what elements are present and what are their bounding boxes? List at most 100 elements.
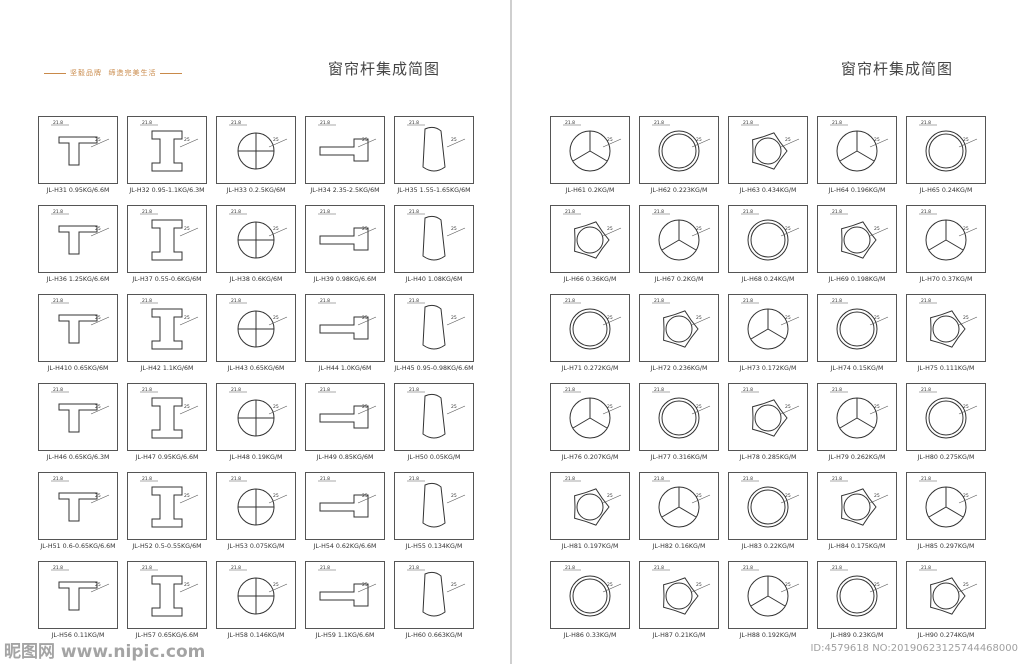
profile-spec-label: JL-H86 0.33KG/M [563, 632, 617, 639]
profile-sketch-icon: 21.825 [830, 387, 889, 439]
profile-sketch-icon: 21.825 [563, 209, 622, 259]
svg-text:21.8: 21.8 [654, 476, 664, 482]
svg-text:21.8: 21.8 [409, 209, 419, 215]
svg-text:25: 25 [362, 582, 368, 588]
profile-spec-label: JL-H89 0.23KG/M [830, 632, 884, 639]
profile-spec-label: JL-H410 0.65KG/6M [47, 365, 109, 372]
profile-spec-label: JL-H33 0.2.5KG/6M [226, 187, 286, 194]
svg-text:21.8: 21.8 [142, 387, 152, 393]
profile-sketch-icon: 21.825 [652, 387, 711, 439]
profile-spec-label: JL-H42 1.1KG/6M [140, 365, 194, 372]
profile-spec-label: JL-H58 0.146KG/M [227, 632, 285, 639]
svg-text:25: 25 [95, 315, 101, 321]
profile-sketch-icon: 21.825 [652, 120, 711, 172]
svg-text:25: 25 [963, 582, 969, 588]
svg-text:21.8: 21.8 [320, 476, 330, 482]
profile-spec-label: JL-H39 0.98KG/6.6M [313, 276, 377, 283]
site-watermark: 昵图网 www.nipic.com [4, 642, 206, 662]
profile-sketch-icon: 21.825 [563, 476, 622, 526]
svg-text:25: 25 [874, 582, 880, 588]
svg-text:21.8: 21.8 [231, 387, 241, 393]
profile-sketch-icon: 21.825 [407, 298, 466, 350]
svg-text:25: 25 [963, 226, 969, 232]
profile-spec-label: JL-H73 0.172KG/M [739, 365, 797, 372]
svg-text:21.8: 21.8 [320, 209, 330, 215]
profile-sketch-icon: 21.825 [563, 565, 622, 617]
profile-spec-label: JL-H81 0.197KG/M [561, 543, 619, 550]
profile-sketch-icon: 21.825 [140, 387, 199, 439]
profile-sketch-icon: 21.825 [919, 120, 978, 172]
profile-sketch-icon: 21.825 [51, 120, 110, 166]
svg-text:21.8: 21.8 [921, 120, 931, 126]
profile-sketch-icon: 21.825 [140, 298, 199, 350]
svg-text:25: 25 [362, 493, 368, 499]
profile-spec-label: JL-H53 0.075KG/M [227, 543, 285, 550]
profile-sketch-icon: 21.825 [563, 298, 622, 350]
svg-text:25: 25 [95, 226, 101, 232]
profile-spec-label: JL-H69 0.198KG/M [828, 276, 886, 283]
svg-text:21.8: 21.8 [565, 387, 575, 393]
svg-text:21.8: 21.8 [743, 209, 753, 215]
profile-spec-label: JL-H78 0.285KG/M [739, 454, 797, 461]
svg-text:21.8: 21.8 [142, 565, 152, 571]
svg-text:25: 25 [785, 137, 791, 143]
svg-text:21.8: 21.8 [565, 120, 575, 126]
profile-sketch-icon: 21.825 [407, 565, 466, 617]
svg-text:21.8: 21.8 [743, 387, 753, 393]
profile-sketch-icon: 21.825 [407, 209, 466, 261]
profile-spec-label: JL-H35 1.55-1.65KG/6M [397, 187, 471, 194]
tagline-left: 坚毅品牌 [70, 69, 102, 77]
brand-tagline: 坚毅品牌 缔造完美生活 [40, 68, 186, 78]
svg-text:25: 25 [95, 493, 101, 499]
svg-text:25: 25 [362, 404, 368, 410]
svg-text:21.8: 21.8 [832, 387, 842, 393]
svg-text:21.8: 21.8 [565, 209, 575, 215]
profile-sketch-icon: 21.825 [51, 565, 110, 611]
svg-text:25: 25 [963, 493, 969, 499]
svg-text:25: 25 [451, 315, 457, 321]
profile-sketch-icon: 21.825 [563, 387, 622, 439]
profile-sketch-icon: 21.825 [741, 476, 800, 528]
svg-text:21.8: 21.8 [142, 298, 152, 304]
svg-text:21.8: 21.8 [565, 565, 575, 571]
profile-spec-label: JL-H56 0.11KG/M [51, 632, 105, 639]
profile-sketch-icon: 21.825 [741, 387, 800, 437]
